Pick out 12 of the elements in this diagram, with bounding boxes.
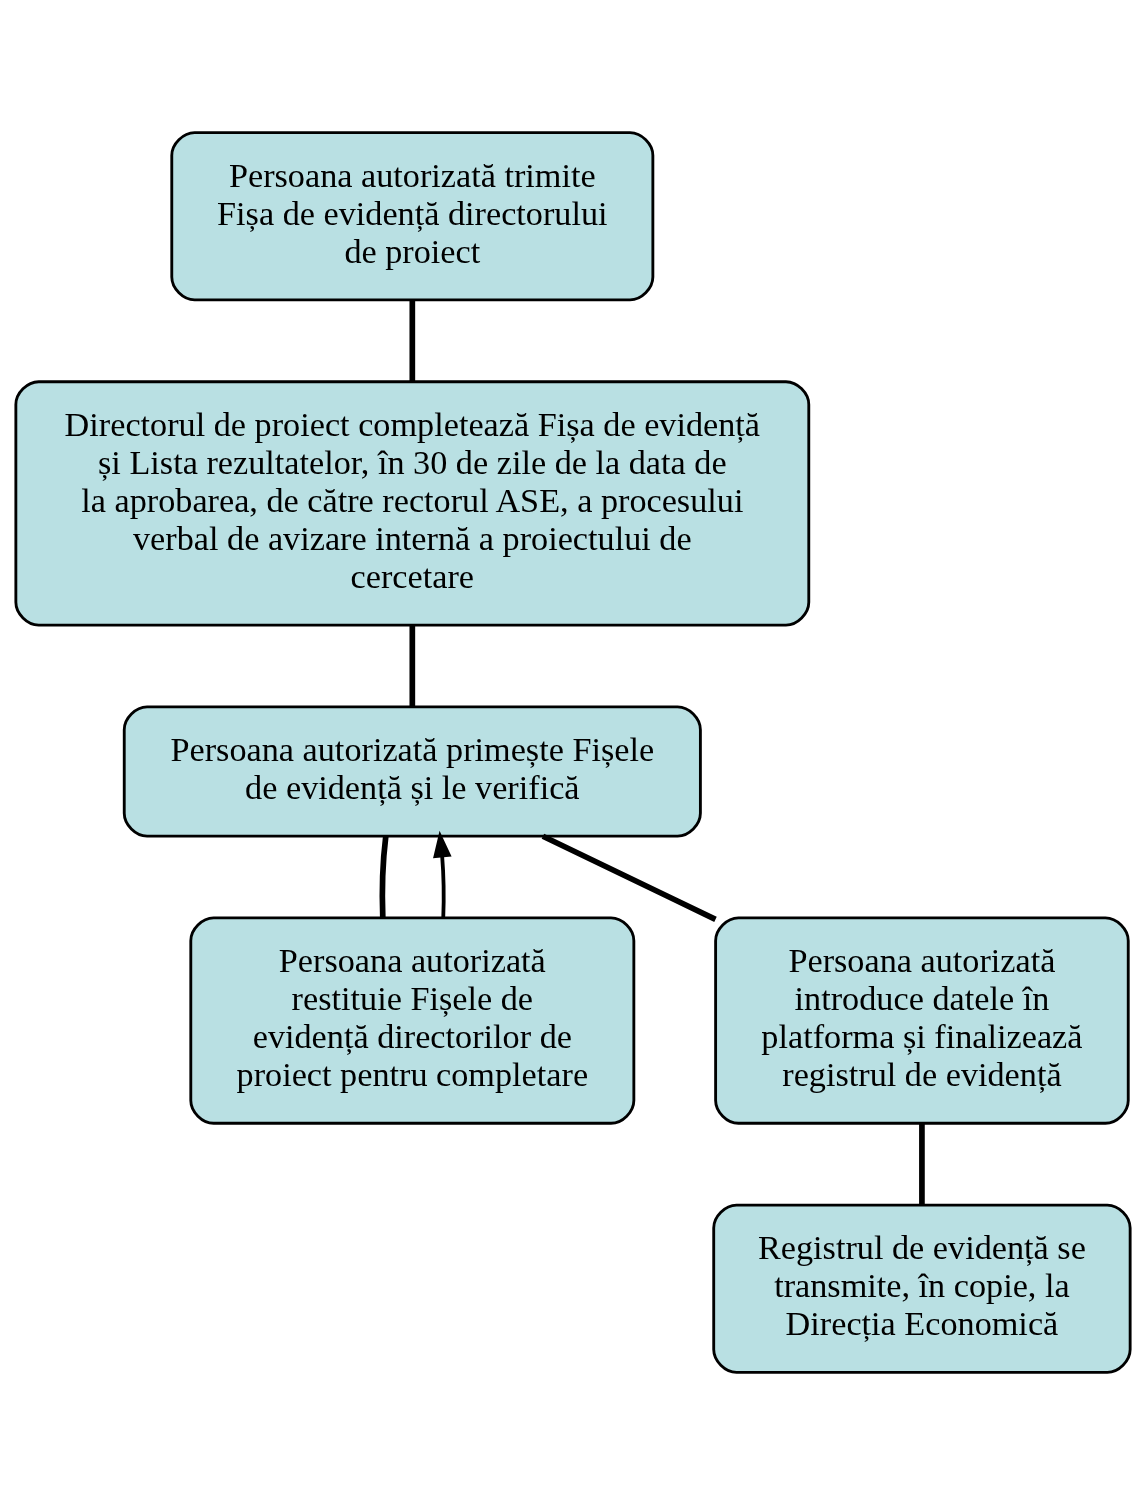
connector bbox=[409, 299, 416, 381]
connector bbox=[919, 1123, 925, 1205]
node-box: Persoana autorizată introduce datele în platforma și finalizează registrul de evidență bbox=[714, 916, 1130, 1125]
node-box: Persoana autorizată primește Fișele de evidență și le verifică bbox=[122, 704, 702, 838]
node-box: Persoana autorizată restituie Fișele de evidență directorilor de proiect pentru completare bbox=[189, 916, 636, 1125]
connector bbox=[409, 625, 416, 706]
arrow bbox=[433, 830, 452, 918]
node-box: Registrul de evidență se transmite, în copie, la Direcția Economică bbox=[712, 1203, 1132, 1374]
node-box: Persoana autorizată trimite Fișa de evidență directorului de proiect bbox=[170, 130, 655, 301]
connector bbox=[541, 833, 717, 922]
connector bbox=[379, 835, 389, 918]
node-box: Directorul de proiect completează Fișa de evidență și Lista rezultatelor, în 30 de zile de la data de la aprobarea, de către rectorul ASE, a procesului verbal de avizare internă a proiectului de cercetare bbox=[14, 379, 811, 627]
